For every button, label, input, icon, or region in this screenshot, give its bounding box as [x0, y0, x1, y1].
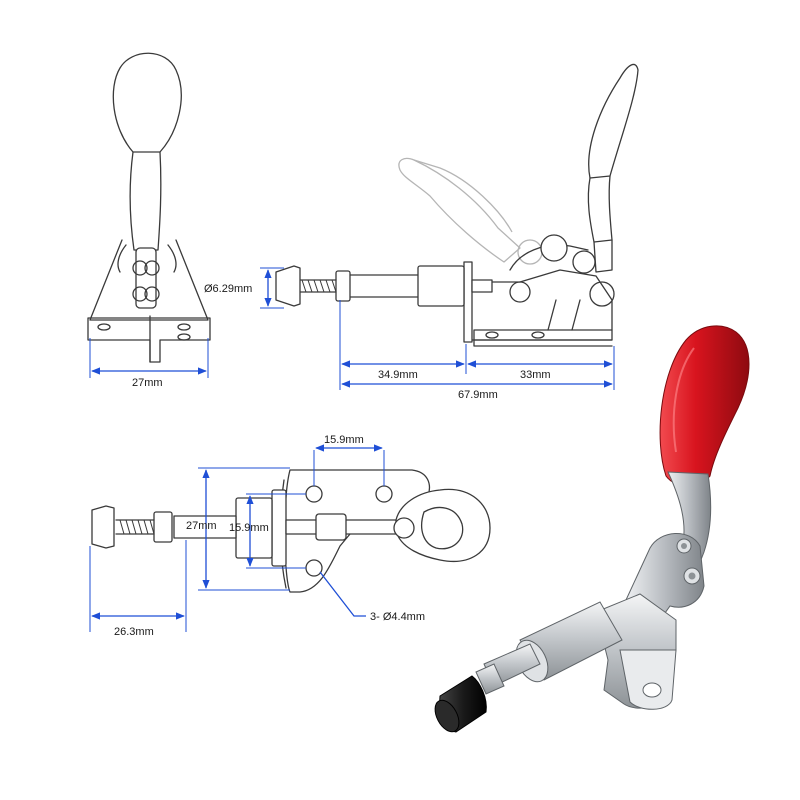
mounting-holes-label: 3- Ø4.4mm [370, 611, 425, 623]
side-view-drawing [275, 63, 639, 347]
mounting-holes-leader-line [319, 571, 366, 617]
front-view-drawing [87, 52, 211, 363]
plunger-extension-label: 26.3mm [114, 626, 154, 638]
overall-length-label: 67.9mm [458, 389, 498, 401]
hole-spacing-vertical-label: 15.9mm [229, 522, 269, 534]
base-length-label: 33mm [520, 369, 551, 381]
front-width-label: 27mm [132, 377, 163, 389]
toggle-clamp-product-photo [434, 325, 750, 733]
top-view-drawing [91, 469, 491, 593]
hole-spacing-horizontal-label: 15.9mm [324, 434, 364, 446]
red-handle-grip [659, 325, 750, 487]
plunger-diameter-label: Ø6.29mm [204, 283, 252, 295]
mounting-hole [642, 682, 662, 698]
rod-travel-label: 34.9mm [378, 369, 418, 381]
adjustment-nut [475, 663, 505, 695]
base-width-label: 27mm [186, 520, 217, 532]
